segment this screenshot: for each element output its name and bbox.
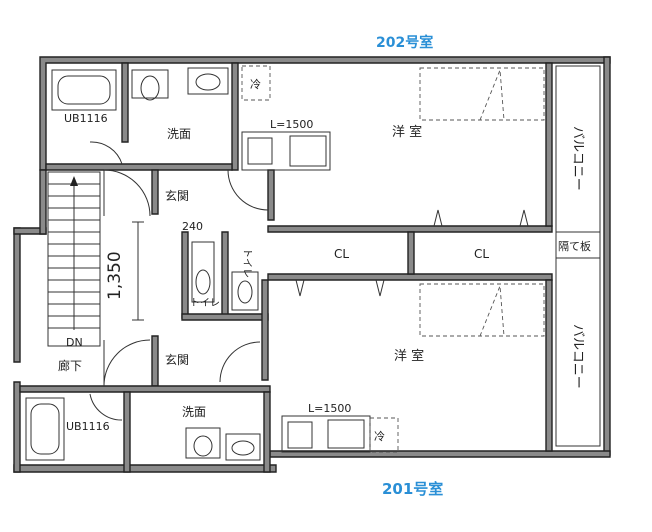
stairs-dn-label: DN (66, 336, 83, 349)
unit-label-upper: 202号室 (376, 34, 433, 51)
door-swings (89, 141, 269, 421)
balcony-label-upper: バルコニー (570, 126, 585, 191)
closet-label-right: CL (474, 247, 489, 261)
western-room-label-upper: 洋 室 (392, 124, 422, 140)
kitchen-upper (241, 65, 331, 171)
toilet-label-b: トイレ (241, 248, 252, 278)
staircase (47, 171, 101, 347)
washroom-label-lower: 洗面 (182, 405, 206, 419)
exterior-walls (13, 56, 611, 473)
balcony-outline (555, 65, 601, 447)
entry-label-lower: 玄関 (165, 352, 189, 367)
closet-label-left: CL (334, 247, 349, 261)
toilet-label-a: トイレ (190, 298, 220, 309)
partition-label: 隔て板 (558, 239, 591, 253)
kitchen-lower (281, 415, 399, 453)
entry-label-upper: 玄関 (165, 188, 189, 203)
stair-dimension-label: 1,350 (105, 251, 125, 300)
ub-label-upper: UB1116 (64, 112, 108, 125)
washroom-label-upper: 洗面 (167, 127, 191, 141)
fridge-label-upper: 冷 (250, 78, 261, 91)
bed-outlines (419, 67, 545, 337)
kitchen-length-upper: L=1500 (270, 118, 313, 131)
hallway-label: 廊下 (58, 358, 82, 373)
closet-doors (295, 209, 529, 297)
balcony-label-lower: バルコニー (570, 324, 585, 389)
gap-dimension-label: 240 (182, 220, 203, 233)
dimension-marks (132, 221, 144, 321)
bathtub-lower (25, 397, 65, 461)
toilet-fixtures (131, 69, 259, 459)
western-room-label-lower: 洋 室 (394, 348, 424, 364)
fridge-label-lower: 冷 (374, 430, 385, 443)
interior-walls (19, 62, 553, 473)
unit-label-lower: 201号室 (382, 480, 443, 498)
washbasins (187, 67, 261, 461)
kitchen-length-lower: L=1500 (308, 402, 351, 415)
ub-label-lower: UB1116 (66, 420, 110, 433)
bathtub-upper (51, 69, 117, 111)
